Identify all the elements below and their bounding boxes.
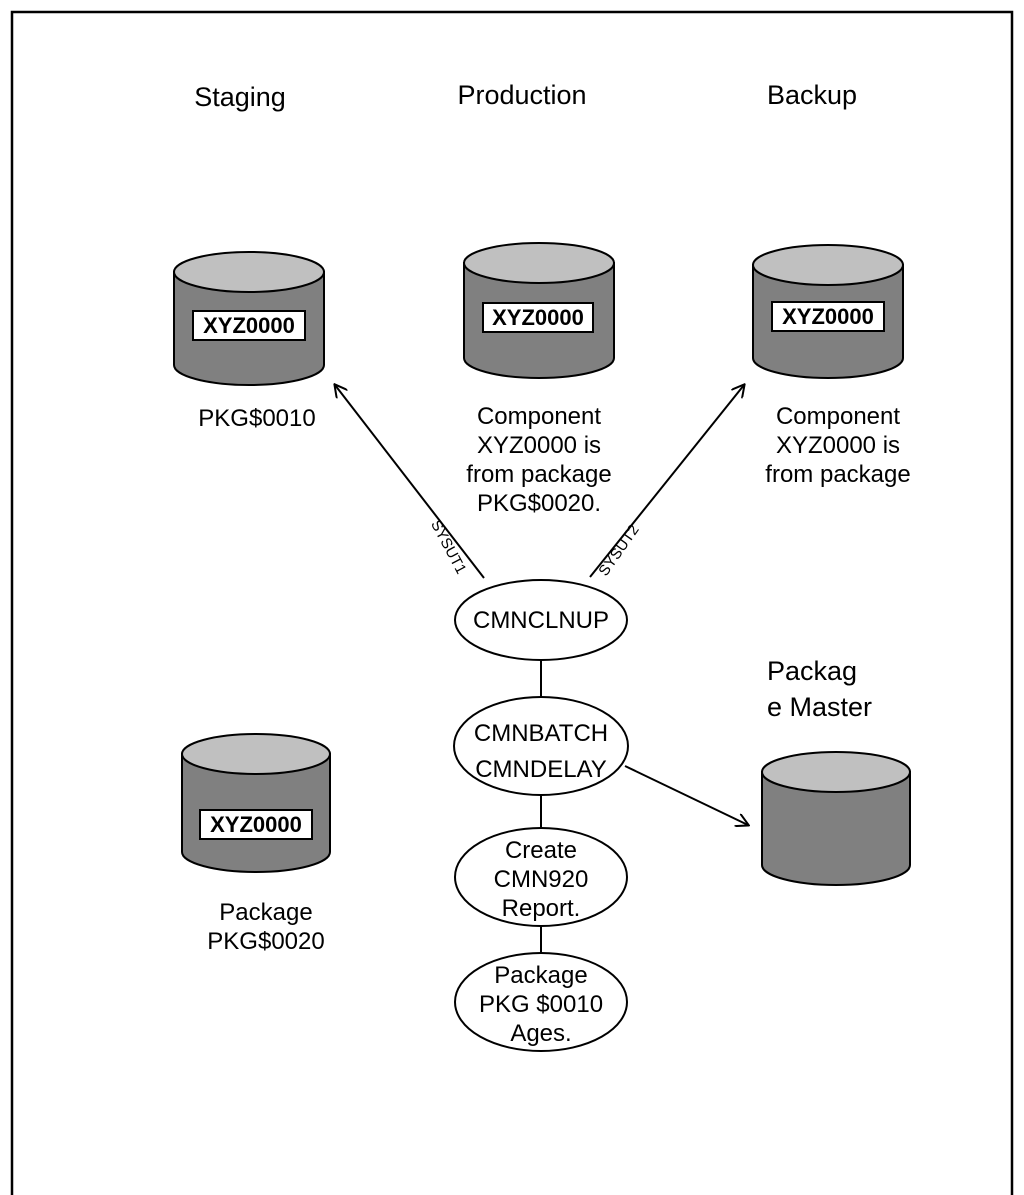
arrow-to-package-master <box>624 765 748 825</box>
production-database-cylinder: XYZ0000 <box>463 242 615 379</box>
svg-text:from package: from package <box>466 461 611 488</box>
svg-text:CMNCLNUP: CMNCLNUP <box>473 607 609 634</box>
svg-text:CMN920: CMN920 <box>494 866 589 893</box>
sysut1-label: SYSUT1 <box>427 517 469 577</box>
backup-component-badge: XYZ0000 <box>782 304 874 329</box>
sysut2-label: SYSUT2 <box>595 522 642 580</box>
column-header-staging: Staging <box>194 82 286 112</box>
backup-database-cylinder: XYZ0000 <box>752 244 904 379</box>
step-package-ages: Package PKG $0010 Ages. <box>454 952 628 1052</box>
svg-text:Component: Component <box>477 403 601 430</box>
svg-text:e Master: e Master <box>767 692 872 722</box>
arrow-to-staging <box>335 385 485 579</box>
svg-text:CMNBATCH: CMNBATCH <box>474 720 608 747</box>
svg-text:Package: Package <box>494 962 587 989</box>
svg-text:CMNDELAY: CMNDELAY <box>475 756 607 783</box>
production-caption: Component XYZ0000 is from package PKG$00… <box>466 403 611 517</box>
svg-text:XYZ0000 is: XYZ0000 is <box>776 432 900 459</box>
staging-component-badge: XYZ0000 <box>203 313 295 338</box>
package-master-title: Packag e Master <box>767 656 872 722</box>
svg-text:Create: Create <box>505 837 577 864</box>
svg-text:PKG$0020.: PKG$0020. <box>477 490 601 517</box>
svg-text:Ages.: Ages. <box>510 1020 571 1047</box>
svg-text:Report.: Report. <box>502 895 581 922</box>
package-master-cylinder <box>761 751 911 886</box>
staging-database-cylinder: XYZ0000 <box>173 251 325 386</box>
step-cmnbatch-cmndelay: CMNBATCH CMNDELAY <box>453 696 629 796</box>
svg-text:Component: Component <box>776 403 900 430</box>
staging-package-cylinder: XYZ0000 <box>181 733 331 873</box>
frame-border <box>10 10 1014 1195</box>
production-component-badge: XYZ0000 <box>492 305 584 330</box>
svg-text:PKG$0020: PKG$0020 <box>207 928 324 955</box>
step-create-report: Create CMN920 Report. <box>454 827 628 927</box>
column-header-backup: Backup <box>767 80 857 110</box>
step-cmnclnup: CMNCLNUP <box>454 579 628 661</box>
svg-text:Package: Package <box>219 899 312 926</box>
arrow-to-backup <box>589 385 744 578</box>
svg-text:XYZ0000 is: XYZ0000 is <box>477 432 601 459</box>
column-header-production: Production <box>457 80 586 110</box>
svg-text:PKG $0010: PKG $0010 <box>479 991 603 1018</box>
staging-bottom-component-badge: XYZ0000 <box>210 812 302 837</box>
svg-text:from package: from package <box>765 461 910 488</box>
staging-package-caption: PKG$0010 <box>198 405 315 432</box>
backup-caption: Component XYZ0000 is from package <box>765 403 910 488</box>
staging-bottom-caption: Package PKG$0020 <box>207 899 324 955</box>
svg-text:Packag: Packag <box>767 656 857 686</box>
